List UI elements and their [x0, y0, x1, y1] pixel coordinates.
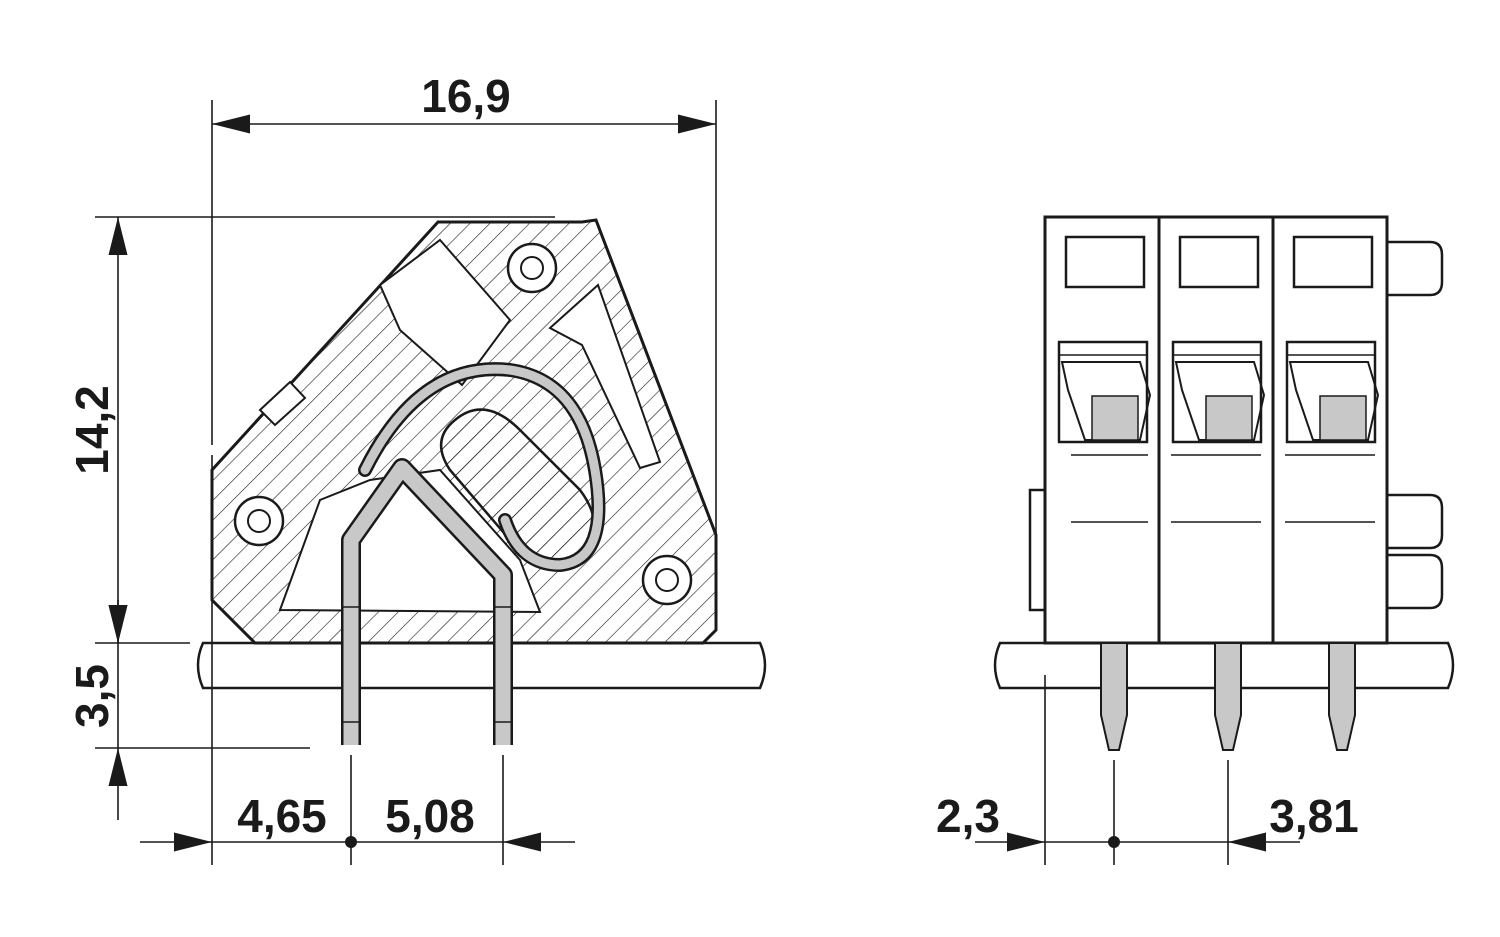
dim-pin-positions: 4,65 5,08	[140, 455, 575, 865]
pole-1	[1057, 235, 1152, 523]
dim-pin-length: 3,5	[66, 600, 310, 820]
wire-entry-opening	[378, 238, 512, 387]
label-height: 14,2	[66, 385, 118, 475]
side-view: 16,9 14,2 3,5 4,65 5,08	[66, 70, 767, 865]
label-pin-length: 3,5	[66, 664, 118, 728]
label-overall-width: 16,9	[421, 70, 511, 122]
pcb-board-side	[196, 641, 767, 690]
label-pin-row-spacing: 5,08	[385, 790, 475, 842]
front-pin-2	[1214, 642, 1242, 751]
side-tab-top	[1387, 240, 1444, 297]
dim-front-pitch: 2,3 3,81	[936, 675, 1359, 865]
rivet-top	[506, 242, 558, 294]
side-tab-bottom	[1387, 553, 1444, 610]
label-front-edge-offset: 2,3	[936, 790, 1000, 842]
solder-pin-bent	[343, 460, 511, 745]
side-tab-middle	[1387, 493, 1444, 550]
label-pitch: 3,81	[1269, 790, 1359, 842]
pole-3	[1285, 235, 1380, 523]
pole-2	[1171, 235, 1266, 523]
lever-slot	[548, 283, 662, 470]
dim-overall-width: 16,9	[211, 70, 717, 535]
dim-height: 14,2	[66, 216, 555, 644]
clamp-spring-inner	[360, 364, 603, 570]
label-edge-to-first-pin: 4,65	[237, 790, 327, 842]
rivet-left	[233, 495, 285, 547]
clamp-window	[258, 380, 307, 427]
front-view: 2,3 3,81	[936, 215, 1455, 865]
rivet-right	[641, 554, 693, 606]
front-pin-1	[1100, 642, 1128, 751]
front-pin-3	[1328, 642, 1356, 751]
